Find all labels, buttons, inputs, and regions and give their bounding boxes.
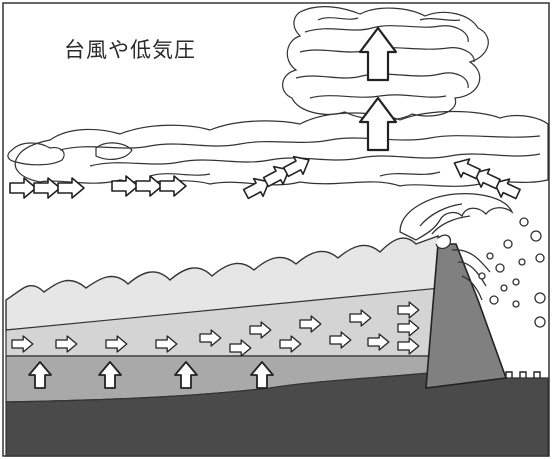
- storm-clouds: [7, 6, 549, 187]
- seawall: [425, 243, 541, 389]
- updraft-arrows: [358, 26, 398, 152]
- breaking-wave: [399, 192, 514, 301]
- spray-droplets: [478, 217, 546, 328]
- diagram-title: 台風や低気圧: [64, 38, 196, 62]
